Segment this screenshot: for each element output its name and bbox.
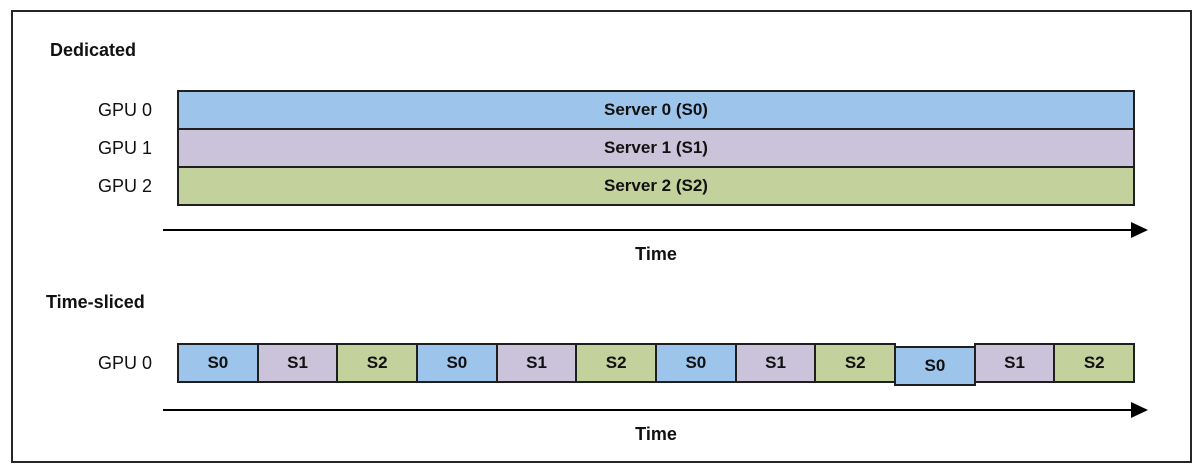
time-slice-10: S1 (973, 343, 1056, 383)
time-slice-9-label: S0 (924, 356, 946, 375)
time-slice-1: S1 (256, 343, 339, 383)
dedicated-bar-server0: Server 0 (S0) (177, 90, 1135, 130)
time-slice-2: S2 (336, 343, 419, 383)
time-slice-6-label: S0 (685, 353, 707, 372)
dedicated-bar-server2: Server 2 (S2) (177, 166, 1135, 206)
dedicated-time-axis-arrow (163, 222, 1148, 238)
time-slice-0: S0 (177, 343, 259, 383)
time-slice-7-label: S1 (765, 353, 786, 372)
timesliced-time-axis-arrow (163, 402, 1148, 418)
time-slice-6: S0 (655, 343, 737, 383)
time-slice-4: S1 (495, 343, 578, 383)
time-slice-2-label: S2 (366, 353, 388, 372)
time-slice-8: S2 (814, 343, 897, 383)
timesliced-section-title: Time-sliced (46, 292, 145, 312)
time-slice-1-label: S1 (287, 353, 308, 372)
timesliced-time-axis-label: Time (635, 424, 677, 444)
time-slice-0-label: S0 (207, 353, 229, 372)
time-slice-9: S0 (894, 346, 976, 386)
time-slice-5: S2 (575, 343, 658, 383)
time-slice-4-label: S1 (526, 353, 547, 372)
dedicated-section-title: Dedicated (50, 40, 137, 60)
dedicated-bar-server1: Server 1 (S1) (177, 128, 1135, 168)
arrow-head-icon (1131, 222, 1148, 238)
arrow-shaft (163, 409, 1132, 411)
time-slice-3: S0 (416, 343, 498, 383)
time-slice-10-label: S1 (1004, 353, 1025, 372)
dedicated-time-axis-label: Time (635, 244, 677, 264)
arrow-shaft (163, 229, 1132, 231)
dedicated-bar-server1-label: Server 1 (S1) (604, 138, 708, 157)
dedicated-bar-server2-label: Server 2 (S2) (604, 176, 708, 195)
dedicated-gpu1-label: GPU 1 (97, 138, 152, 158)
time-slice-8-label: S2 (844, 353, 866, 372)
timesliced-bar: S0 S1 S2 S0 S1 S2 S0 S1 S2 S0 S1 (177, 343, 1136, 386)
time-slice-11-label: S2 (1083, 353, 1105, 372)
dedicated-gpu2-label: GPU 2 (97, 176, 152, 196)
diagram-frame: Dedicated GPU 0 GPU 1 GPU 2 Server 0 (S0… (11, 10, 1192, 463)
timesliced-gpu0-label: GPU 0 (97, 353, 152, 373)
time-slice-3-label: S0 (446, 353, 468, 372)
dedicated-gpu0-label: GPU 0 (97, 100, 152, 120)
arrow-head-icon (1131, 402, 1148, 418)
time-slice-5-label: S2 (605, 353, 627, 372)
time-slice-11: S2 (1053, 343, 1136, 383)
dedicated-bar-server0-label: Server 0 (S0) (604, 100, 708, 119)
dedicated-bars: Server 0 (S0) Server 1 (S1) Server 2 (S2… (177, 90, 1135, 206)
time-slice-7: S1 (734, 343, 817, 383)
